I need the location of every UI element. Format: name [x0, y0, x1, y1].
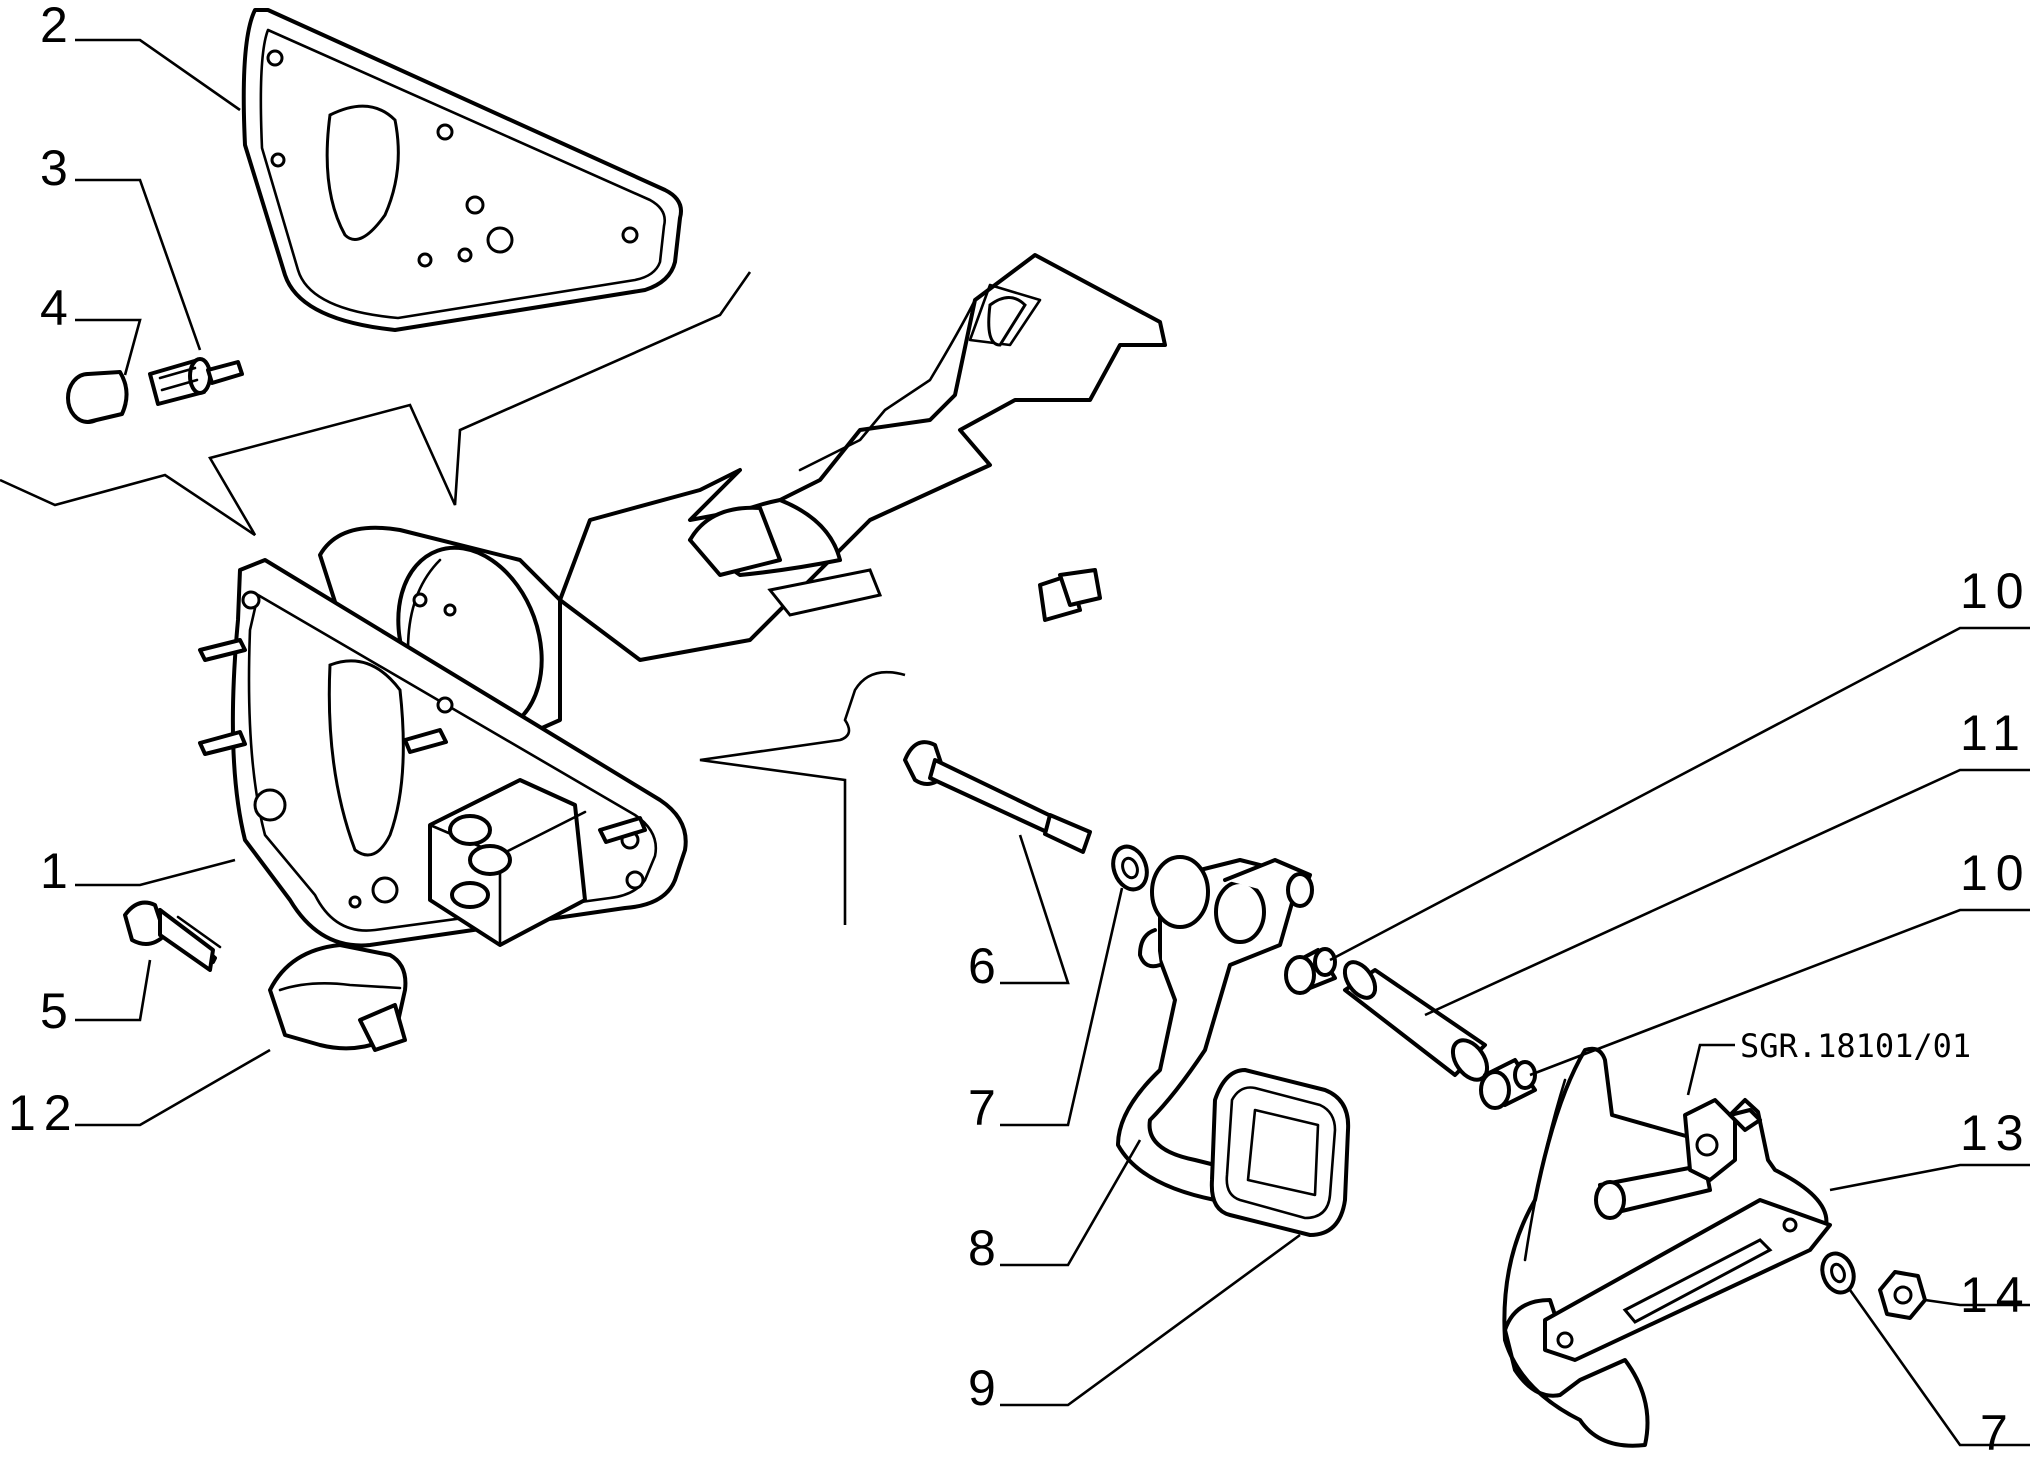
leader-10b — [1529, 908, 2030, 1077]
pivot-bolt-part — [903, 740, 1092, 854]
leader-1 — [75, 858, 236, 887]
leader-11 — [1424, 768, 2030, 1017]
bushing-lower-part — [1479, 1058, 1537, 1110]
sleeve-part — [1342, 960, 1490, 1082]
leader-7a — [1000, 887, 1124, 1127]
leader-5 — [75, 959, 152, 1022]
mounting-bracket-part — [1502, 1046, 1832, 1448]
leader-13 — [1829, 1163, 2030, 1192]
leader-14 — [1924, 1298, 2030, 1307]
cover-cap-part — [268, 943, 408, 1052]
stud-clip-part — [148, 357, 244, 406]
section-line-top — [0, 271, 752, 537]
callout-14: 14 — [1960, 1267, 2032, 1323]
insulation-pad-part — [241, 8, 683, 332]
callout-10b: 10 — [1960, 845, 2032, 901]
leader-6 — [1000, 834, 1070, 985]
callout-12: 12 — [8, 1085, 80, 1141]
leader-ref — [1686, 1043, 1735, 1096]
section-line-right — [699, 670, 906, 925]
callout-8: 8 — [968, 1220, 1004, 1276]
cap-part — [66, 370, 129, 424]
bolt-part — [123, 900, 222, 972]
callout-10a: 10 — [1960, 563, 2032, 619]
leader-10a — [1329, 626, 2030, 962]
leader-lines — [0, 38, 2030, 1447]
callout-5: 5 — [40, 983, 76, 1039]
callout-11: 11 — [1960, 705, 2028, 761]
callout-2: 2 — [40, 0, 76, 53]
leader-3 — [75, 178, 202, 351]
callout-6: 6 — [968, 938, 1004, 994]
bushing-part — [1284, 947, 1337, 995]
pedal-lever-part — [1116, 855, 1314, 1202]
callout-7a: 7 — [968, 1080, 1004, 1136]
callout-1: 1 — [40, 843, 76, 899]
callout-3: 3 — [40, 140, 76, 196]
pedal-pad-part — [1209, 1068, 1351, 1237]
pedal-support-assembly-part — [198, 253, 1167, 948]
leader-7b — [1848, 1289, 2030, 1447]
nut-part — [1878, 1270, 1927, 1320]
leader-4 — [75, 318, 142, 376]
leader-9 — [1000, 1233, 1301, 1407]
callout-4: 4 — [40, 280, 76, 336]
leader-12 — [75, 1048, 271, 1127]
reference-code: SGR.18101/01 — [1740, 1027, 1971, 1065]
leader-8 — [1000, 1139, 1142, 1267]
callout-13: 13 — [1960, 1105, 2032, 1161]
washer-part — [1111, 844, 1149, 892]
washer-lower-part — [1820, 1251, 1856, 1295]
callout-7b: 7 — [1980, 1405, 2016, 1458]
callout-labels: 2 3 4 1 5 12 6 7 8 9 10 11 10 SGR.18101/… — [8, 0, 2032, 1458]
leader-2 — [75, 38, 241, 112]
callout-9: 9 — [968, 1360, 1004, 1416]
